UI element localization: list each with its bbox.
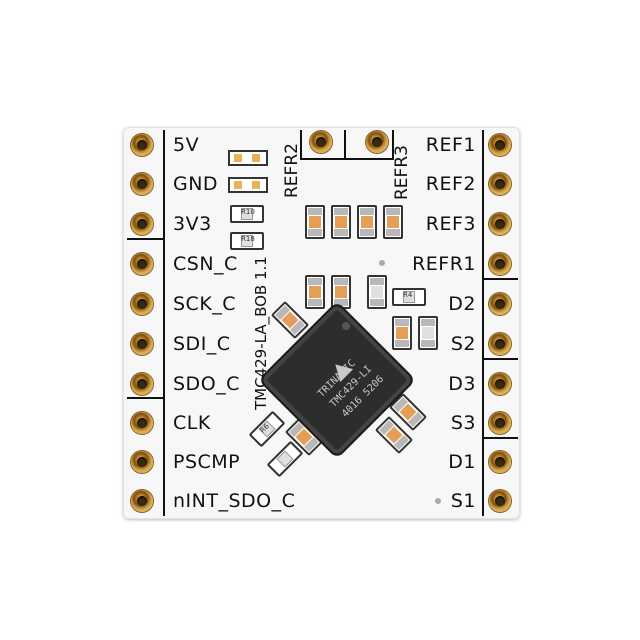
label-s3: S3 bbox=[450, 412, 476, 434]
pad-d3 bbox=[489, 373, 511, 395]
label-5v: 5V bbox=[173, 134, 200, 156]
resistor-mid-3 bbox=[367, 275, 387, 309]
label-sdi: SDI_C bbox=[173, 333, 231, 355]
pad-sck bbox=[131, 293, 153, 315]
silk-line-left-tick-1 bbox=[127, 238, 165, 240]
pad-s3 bbox=[489, 412, 511, 434]
via-dot-1 bbox=[342, 322, 350, 330]
label-csn: CSN_C bbox=[173, 253, 238, 275]
pad-refr3 bbox=[366, 131, 388, 153]
label-refr1: REFR1 bbox=[412, 253, 476, 275]
label-refr2: REFR2 bbox=[282, 143, 302, 198]
label-s2: S2 bbox=[450, 333, 476, 355]
resistor-top-1 bbox=[305, 205, 325, 239]
pad-ref3 bbox=[489, 213, 511, 235]
resistor-r18: R18 bbox=[230, 232, 264, 250]
label-clk: CLK bbox=[173, 412, 211, 434]
resistor-r10: R10 bbox=[230, 205, 264, 223]
label-sck: SCK_C bbox=[173, 293, 237, 315]
label-3v3: 3V3 bbox=[173, 213, 212, 235]
resistor-mid-1 bbox=[305, 275, 325, 309]
led-gnd bbox=[228, 177, 268, 193]
resistor-right-1 bbox=[392, 316, 412, 350]
silk-line-top-box-left bbox=[300, 130, 302, 160]
pad-gnd bbox=[131, 173, 153, 195]
via-dot-2 bbox=[379, 260, 385, 266]
pad-clk bbox=[131, 412, 153, 434]
pad-pscmp bbox=[131, 451, 153, 473]
silk-line-top-box-right bbox=[392, 130, 394, 160]
label-pscmp: PSCMP bbox=[173, 451, 241, 473]
pad-refr2 bbox=[310, 131, 332, 153]
label-gnd: GND bbox=[173, 173, 219, 195]
label-ref3: REF3 bbox=[425, 213, 476, 235]
label-d3: D3 bbox=[448, 373, 476, 395]
pad-ref1 bbox=[489, 134, 511, 156]
label-d2: D2 bbox=[448, 293, 476, 315]
pad-d2 bbox=[489, 293, 511, 315]
pad-ref2 bbox=[489, 173, 511, 195]
led-5v bbox=[228, 150, 268, 166]
via-dot-3 bbox=[435, 498, 441, 504]
resistor-top-2 bbox=[331, 205, 351, 239]
pad-sdi bbox=[131, 333, 153, 355]
label-refr3: REFR3 bbox=[392, 145, 412, 200]
label-s1: S1 bbox=[450, 490, 476, 512]
pad-s1 bbox=[489, 490, 511, 512]
silk-line-right-tick-3 bbox=[482, 437, 518, 439]
resistor-mid-2 bbox=[331, 275, 351, 309]
pad-refr1 bbox=[489, 253, 511, 275]
board-label: TMC429-LA_BOB 1.1 bbox=[252, 256, 270, 410]
label-d1: D1 bbox=[448, 451, 476, 473]
label-nint: nINT_SDO_C bbox=[173, 490, 296, 512]
silk-line-left bbox=[163, 130, 165, 516]
resistor-right-2 bbox=[418, 316, 438, 350]
resistor-top-3 bbox=[357, 205, 377, 239]
pad-nint bbox=[131, 490, 153, 512]
pad-sdo bbox=[131, 373, 153, 395]
silk-line-right bbox=[482, 130, 484, 516]
resistor-top-4 bbox=[383, 205, 403, 239]
silk-line-right-tick-2 bbox=[482, 358, 518, 360]
resistor-r4: R4 bbox=[392, 288, 426, 306]
silk-line-left-tick-2 bbox=[127, 397, 165, 399]
silk-line-right-tick-1 bbox=[482, 278, 518, 280]
label-sdo: SDO_C bbox=[173, 373, 240, 395]
silk-line-top-box-bottom bbox=[300, 158, 394, 160]
pad-3v3 bbox=[131, 213, 153, 235]
pad-csn bbox=[131, 253, 153, 275]
label-ref1: REF1 bbox=[425, 134, 476, 156]
pad-s2 bbox=[489, 333, 511, 355]
label-ref2: REF2 bbox=[425, 173, 476, 195]
pad-5v bbox=[131, 134, 153, 156]
pad-d1 bbox=[489, 451, 511, 473]
silk-line-top-box-mid bbox=[344, 130, 346, 160]
